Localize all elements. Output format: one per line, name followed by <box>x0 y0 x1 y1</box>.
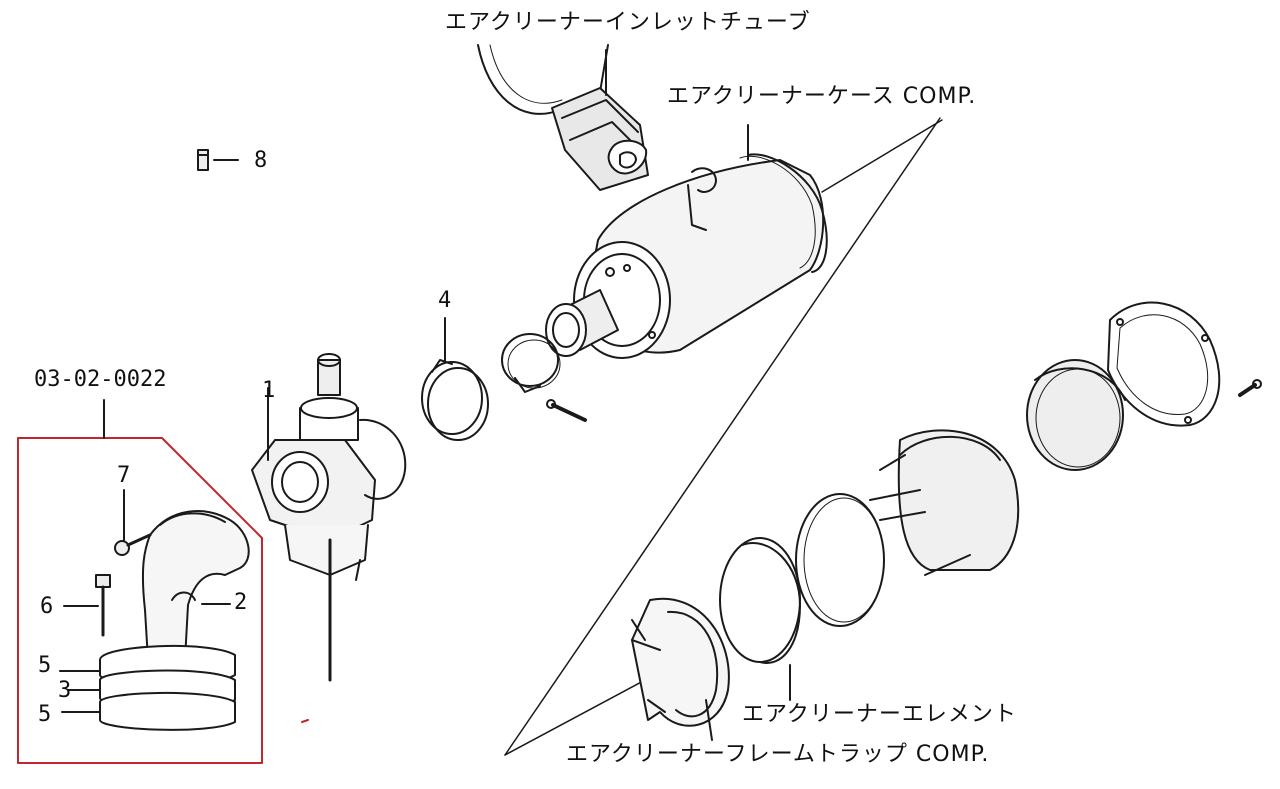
kit-code-label: 03-02-0022 <box>34 367 167 392</box>
element-holder-drawing <box>869 429 1020 576</box>
flame-trap-drawing <box>631 597 730 741</box>
inlet-tube-label: エアクリーナーインレットチューブ <box>445 10 811 35</box>
element-label: エアクリーナーエレメント <box>742 702 1017 727</box>
intake-pipe-drawing <box>141 510 250 661</box>
part-7-screw-drawing <box>114 489 152 556</box>
air-cleaner-element-drawing <box>719 537 801 701</box>
kit-box-outline <box>17 437 263 764</box>
callout-6: 6 <box>40 594 54 619</box>
red-mark <box>301 719 309 723</box>
callout-5-upper: 5 <box>38 653 52 678</box>
clamp-band-drawing <box>421 317 489 441</box>
callout-7: 7 <box>117 463 131 488</box>
flame-trap-label: エアクリーナーフレームトラップ COMP. <box>566 742 990 767</box>
case-comp-label: エアクリーナーケース COMP. <box>667 84 977 109</box>
callout-1: 1 <box>262 378 276 403</box>
guide-line-diagonal <box>504 117 941 756</box>
guide-line-lower <box>504 671 661 756</box>
screen-mesh-drawing <box>1026 359 1126 471</box>
cover-gasket-drawing <box>1107 301 1221 427</box>
guide-line-upper <box>821 119 943 193</box>
inlet-tube-drawing <box>477 44 649 191</box>
part-8-drawing <box>197 149 239 171</box>
callout-3: 3 <box>58 678 72 703</box>
carburetor-drawing <box>251 353 407 682</box>
hose-clamp-drawing <box>501 333 587 422</box>
callout-2: 2 <box>234 590 248 615</box>
cover-screw-drawing <box>1238 379 1262 397</box>
spacer-stack-drawing <box>59 644 236 731</box>
air-cleaner-case-drawing <box>545 124 828 359</box>
callout-4: 4 <box>438 288 452 313</box>
part-6-bolt-drawing <box>63 574 111 637</box>
seal-ring-drawing <box>795 493 885 627</box>
callout-5-lower: 5 <box>38 702 52 727</box>
callout-8: 8 <box>254 148 268 173</box>
